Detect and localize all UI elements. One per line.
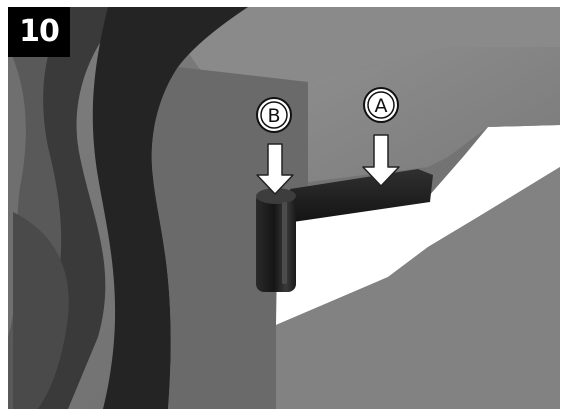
callout-a: A [364,88,398,122]
callout-b: B [257,98,291,132]
callout-a-label: A [375,95,388,117]
vertical-post-b [256,192,296,292]
callout-b-label: B [267,105,280,127]
step-number-badge: 10 [8,7,70,57]
vertical-post-highlight [282,202,287,284]
product-photo: B A [8,7,560,409]
